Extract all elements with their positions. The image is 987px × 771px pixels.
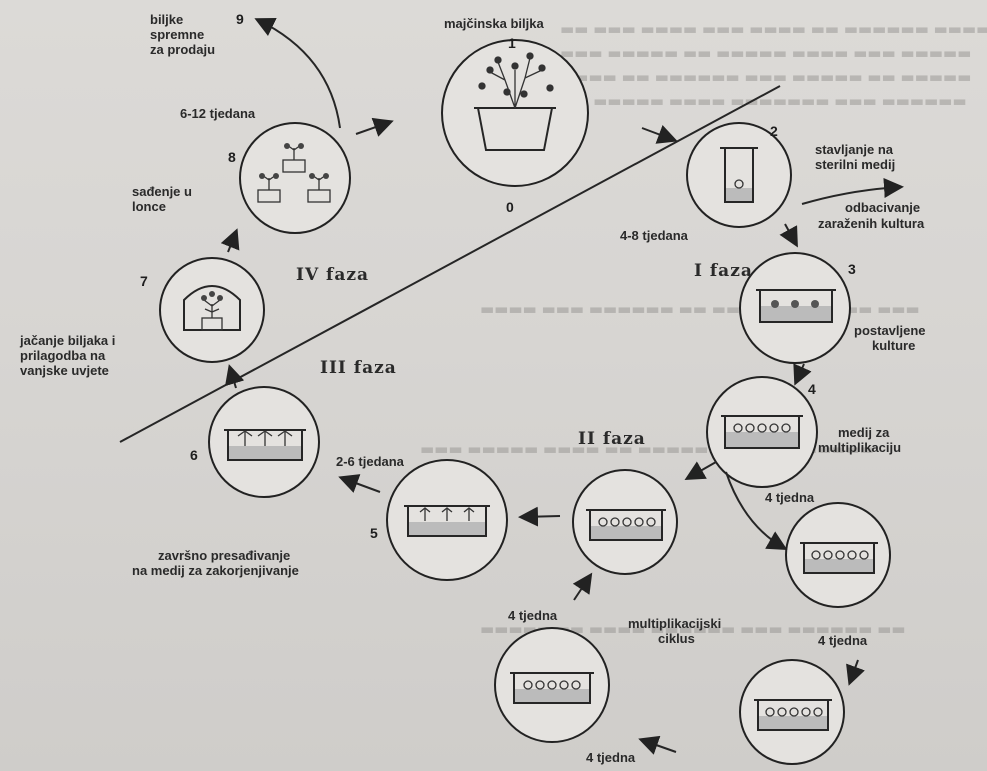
stage-2-sterile-medium [686, 122, 792, 228]
arrow-4-to-cycle-b [725, 471, 788, 550]
stage-8-number: 8 [228, 149, 236, 165]
stage-9-number: 9 [236, 11, 244, 27]
stage-1-mother-plant [441, 39, 589, 187]
stage-7-label-1: jačanje biljaka i [19, 333, 115, 348]
arrow-1-to-2 [641, 125, 678, 144]
cycle-vessel-a [572, 469, 678, 575]
cycle-vessel-d [494, 627, 610, 743]
stage-8-label-2: lonce [132, 199, 166, 214]
cycle-label-1: multiplikacijski [628, 616, 721, 631]
cycle-vessel-c [739, 659, 845, 765]
stage-6-rooted-plantlets [208, 386, 320, 498]
arrow-8-to-1 [355, 117, 394, 137]
stage-7-number: 7 [140, 273, 148, 289]
stage-3-label-2: kulture [872, 338, 915, 353]
stage-1-number: 1 [508, 35, 516, 51]
arrow-3-to-4 [793, 363, 812, 386]
duration-2-6: 2-6 tjedana [336, 454, 405, 469]
shrub-icon [478, 52, 554, 109]
stage-9-label-1: biljke [150, 12, 183, 27]
arrow-cycle-b-to-c [846, 659, 865, 686]
stage-7-label-3: vanjske uvjete [20, 363, 109, 378]
stage-4-number: 4 [808, 381, 816, 397]
arrow-7-to-8 [220, 228, 240, 253]
stage-9-label-3: za prodaju [150, 42, 215, 57]
cycle-vessel-b [785, 502, 891, 608]
stage-0-number: 0 [506, 199, 514, 215]
arrow-cycle-a-to-5 [518, 506, 561, 527]
duration-4-c: 4 tjedna [508, 608, 558, 623]
plantlets-icon [237, 430, 293, 446]
stage-2-number: 2 [770, 123, 778, 139]
stage-7-acclimatization [159, 257, 265, 363]
stage-2-label-1: stavljanje na [815, 142, 894, 157]
stage-8-label-1: sađenje u [132, 184, 192, 199]
discard-label-2: zaraženih kultura [818, 216, 925, 231]
stage-3-label-1: postavljene [854, 323, 926, 338]
duration-4-8: 4-8 tjedana [620, 228, 689, 243]
stage-5-label-2: na medij za zakorjenjivanje [132, 563, 299, 578]
stage-9-label-2: spremne [150, 27, 204, 42]
phase-1-label: I faza [694, 261, 753, 281]
stage-5-rooting-medium [386, 459, 508, 581]
arrow-6-to-7 [225, 364, 245, 389]
stage-3-number: 3 [848, 261, 856, 277]
stage-5-number: 5 [370, 525, 378, 541]
discard-arrow [801, 177, 904, 205]
background-text: ▬▬▬ ▬▬▬▬▬ ▬▬ ▬▬▬▬▬ ▬▬▬▬ ▬▬▬ ▬▬▬▬▬ [560, 44, 972, 62]
stage-4-label-1: medij za [838, 425, 890, 440]
stage-4-multiplication-medium [706, 376, 818, 488]
cycle-label-2: ciklus [658, 631, 695, 646]
arrow-2-to-3 [779, 223, 798, 248]
stage-4-label-2: multiplikaciju [818, 440, 901, 455]
arrow-cycle-d-to-a [572, 572, 593, 601]
phase-2-label: II faza [578, 429, 646, 449]
stage-3-established-cultures [739, 252, 851, 364]
stage-2-label-2: sterilni medij [815, 157, 895, 172]
arrow-cycle-c-to-d [638, 735, 677, 755]
stage-5-label-1: završno presađivanje [158, 548, 290, 563]
background-text: ▬▬ ▬▬▬▬▬ ▬▬▬▬ ▬▬▬▬▬▬▬ ▬▬▬ ▬▬▬▬▬▬ [560, 92, 967, 110]
stage-6-number: 6 [190, 447, 198, 463]
duration-6-12: 6-12 tjedana [180, 106, 256, 121]
arrow-4-to-cycle-a [684, 461, 717, 480]
stage-7-label-2: prilagodba na [20, 348, 106, 363]
stage-8-potting [239, 122, 351, 234]
arrow-8-to-9 [254, 18, 341, 129]
background-text: ▬▬▬▬▬ ▬▬ ▬▬▬▬ ▬▬▬▬▬▬ ▬▬▬ ▬▬▬▬▬▬ ▬▬ [480, 620, 906, 638]
duration-4-b: 4 tjedna [818, 633, 868, 648]
phase-3-label: III faza [320, 358, 397, 378]
duration-4-a: 4 tjedna [765, 490, 815, 505]
phase-4-label: IV faza [296, 265, 369, 285]
greenhouse-icon [183, 285, 241, 331]
discard-label-1: odbacivanje [845, 200, 920, 215]
duration-4-d: 4 tjedna [586, 750, 636, 765]
background-text: ▬▬ ▬▬▬ ▬▬▬▬ ▬▬▬ ▬▬▬▬ ▬▬ ▬▬▬▬▬▬ ▬▬▬▬ [560, 20, 987, 38]
background-text: ▬▬▬▬ ▬▬ ▬▬▬▬▬▬ ▬▬▬ ▬▬▬▬▬ ▬▬ ▬▬▬▬▬ [560, 68, 972, 86]
shoots-icon [419, 507, 475, 521]
stage-1-label: majčinska biljka [444, 16, 544, 31]
arrow-5-to-6 [338, 474, 381, 493]
